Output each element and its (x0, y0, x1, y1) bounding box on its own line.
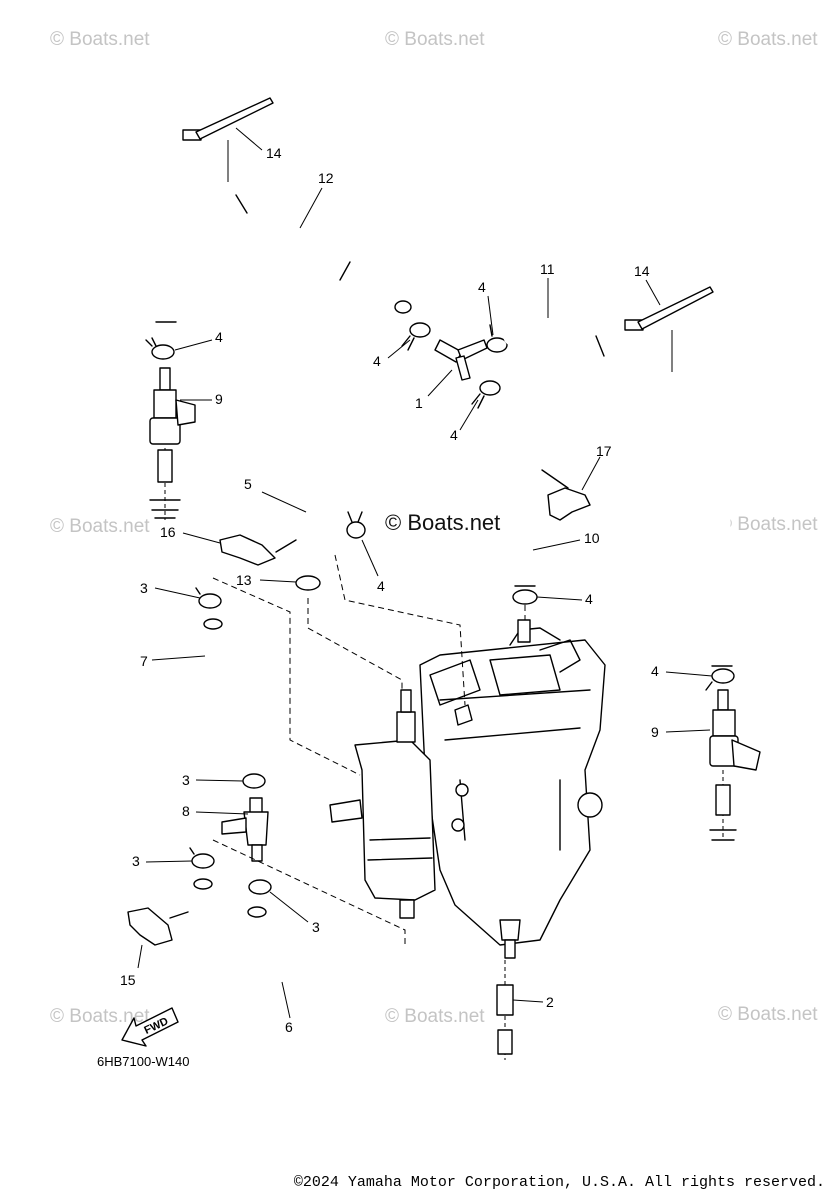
callout-4: 4 (377, 578, 385, 594)
callout-3: 3 (312, 919, 320, 935)
callout-9: 9 (215, 391, 223, 407)
callout-6: 6 (285, 1019, 293, 1035)
center-watermark: © Boats.net (385, 510, 500, 535)
clamp-3-hose7-bottom (242, 773, 266, 789)
watermarks: © Boats.net © Boats.net © Boats.net © Bo… (50, 29, 818, 1027)
clamp-4-center-a (401, 322, 431, 351)
callout-9: 9 (651, 724, 659, 740)
clamp-4-left-top (145, 337, 175, 360)
callout-4: 4 (478, 279, 486, 295)
clamp-4-hose10 (512, 589, 538, 605)
watermark: © Boats.net (50, 516, 150, 537)
callout-7: 7 (140, 653, 148, 669)
vapor-separator (329, 619, 606, 959)
pipe-2 (496, 960, 514, 1060)
callout-3: 3 (132, 853, 140, 869)
callout-5: 5 (244, 476, 252, 492)
clamp-3-lower-right (248, 879, 272, 895)
callouts: 14 12 4 11 14 4 4 9 1 4 17 5 10 16 13 4 … (120, 145, 659, 1035)
watermark: © Boats.net (718, 1004, 818, 1025)
clip-17 (541, 469, 591, 521)
callout-1: 1 (415, 395, 423, 411)
callout-13: 13 (236, 572, 252, 588)
hose-7 (203, 616, 264, 754)
watermark: © Boats.net (50, 29, 150, 50)
joint-8 (221, 797, 269, 862)
leader-lines (137, 127, 713, 1019)
callout-4: 4 (585, 591, 593, 607)
clamp-4-center-b (486, 324, 508, 353)
callout-3: 3 (140, 580, 148, 596)
callout-15: 15 (120, 972, 136, 988)
tie-wrap-14-right (624, 286, 714, 372)
clamp-4-right (705, 668, 735, 691)
reference-lines (212, 554, 526, 945)
clip-15 (127, 907, 189, 946)
clamp-3-lower-left (189, 847, 215, 869)
joint-1 (434, 339, 488, 381)
hose-10 (501, 396, 536, 594)
clamp-13 (295, 575, 321, 591)
copyright-notice: ©2024 Yamaha Motor Corporation, U.S.A. A… (293, 1174, 825, 1191)
watermark: © Boats.net (718, 29, 818, 50)
callout-3: 3 (182, 772, 190, 788)
callout-16: 16 (160, 524, 176, 540)
callout-12: 12 (318, 170, 334, 186)
watermark: © Boats.net (50, 1006, 150, 1027)
tie-wrap-14-left (182, 97, 274, 182)
callout-8: 8 (182, 803, 190, 819)
watermark: © Boats.net (718, 514, 818, 535)
fuel-connector-9-left (149, 367, 196, 520)
watermark: © Boats.net (385, 1006, 485, 1027)
callout-14: 14 (634, 263, 650, 279)
callout-11: 11 (540, 261, 555, 277)
callout-4: 4 (373, 353, 381, 369)
hose-6 (193, 876, 320, 990)
callout-10: 10 (584, 530, 600, 546)
clamp-4-hose5 (346, 511, 366, 539)
clamp-4-center-c (471, 380, 501, 409)
hose-5 (299, 471, 431, 579)
callout-14: 14 (266, 145, 282, 161)
watermark: © Boats.net (385, 29, 485, 50)
callout-17: 17 (596, 443, 612, 459)
callout-4: 4 (215, 329, 223, 345)
clip-16 (219, 534, 297, 566)
callout-2: 2 (546, 994, 554, 1010)
clamp-3-top (195, 587, 222, 609)
hose-11 (503, 315, 733, 674)
callout-4: 4 (450, 427, 458, 443)
callout-4: 4 (651, 663, 659, 679)
diagram-code: 6HB7100-W140 (97, 1054, 190, 1069)
hose-12 (155, 155, 419, 329)
fuel-connector-9-right (709, 689, 761, 841)
